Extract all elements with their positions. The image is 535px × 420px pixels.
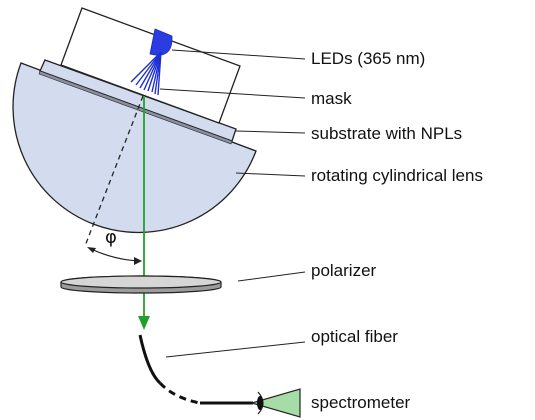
- cylindrical-lens: [12, 62, 257, 234]
- leader-fiber: [165, 341, 306, 358]
- angle-arc: [90, 248, 141, 262]
- label-spectrometer: spectrometer: [311, 393, 411, 412]
- polarizer: [60, 275, 222, 294]
- leader-substrate: [235, 130, 306, 134]
- angle-arrow-right: [134, 257, 142, 265]
- label-polarizer: polarizer: [311, 261, 377, 280]
- angle-phi-label: φ: [105, 227, 117, 248]
- label-leds: LEDs (365 nm): [311, 49, 426, 68]
- optical-fiber: [138, 334, 162, 385]
- leader-mask: [159, 88, 306, 99]
- fiber-dashed: [158, 381, 201, 405]
- mask: [38, 70, 233, 145]
- leader-leds: [171, 49, 306, 60]
- label-optical-fiber: optical fiber: [311, 327, 398, 346]
- label-substrate: substrate with NPLs: [311, 124, 463, 143]
- angle-arrow-left: [87, 247, 96, 253]
- leader-lens: [235, 172, 306, 177]
- leader-polarizer: [237, 271, 306, 282]
- label-lens: rotating cylindrical lens: [311, 166, 483, 185]
- led-rays: [130, 51, 162, 96]
- label-mask: mask: [311, 89, 352, 108]
- led-icon: [149, 28, 173, 56]
- beam-arrowhead: [138, 316, 150, 330]
- eye-icon: [249, 388, 301, 418]
